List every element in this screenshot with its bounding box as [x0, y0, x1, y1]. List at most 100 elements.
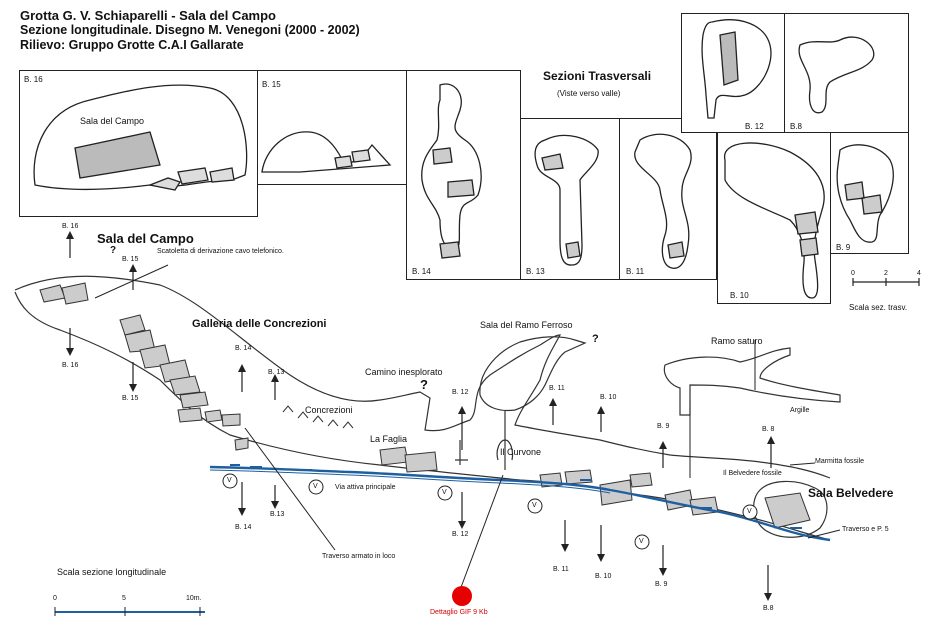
long-scale-title: Scala sezione longitudinale	[57, 567, 167, 577]
label-belvedere-fossile: Il Belvedere fossile	[723, 470, 782, 477]
la-faglia-pillar	[455, 440, 468, 465]
marker-down-b12: B. 12	[452, 531, 469, 538]
marker-up-b8: B. 8	[762, 426, 775, 433]
v-marker-5: V	[639, 538, 644, 545]
section-b11-outline	[634, 133, 692, 269]
label-il-curvone: Il Curvone	[500, 447, 542, 457]
section-b10-outline	[724, 142, 825, 299]
label-galleria: Galleria delle Concrezioni	[192, 318, 327, 330]
panel-label-b15: B. 15	[262, 80, 281, 89]
panel-label-b11: B. 11	[626, 267, 645, 276]
section-b15-outline	[261, 131, 392, 173]
label-marmitta: Marmitta fossile	[815, 458, 865, 465]
label-camino: Camino inesplorato	[365, 367, 443, 377]
cross-scale-tick-4: 4	[917, 270, 921, 277]
long-scale-tick-10: 10m.	[186, 595, 202, 602]
label-concrezioni: Concrezioni	[305, 405, 353, 415]
longitudinal-profile	[14, 275, 841, 541]
marker-down-b16: B. 16	[62, 362, 79, 369]
marker-up-b13: B. 13	[268, 369, 285, 376]
panel-label-b10: B. 10	[730, 291, 749, 300]
section-b13-outline	[534, 134, 599, 266]
section-b8-outline	[798, 36, 875, 114]
question-mark-camino: ?	[420, 377, 428, 392]
section-b16-outline	[33, 84, 248, 191]
marker-up-b11: B. 11	[549, 385, 565, 392]
header: Grotta G. V. Schiaparelli - Sala del Cam…	[20, 8, 360, 53]
map-subtitle: Sezione longitudinale. Disegno M. Venego…	[20, 23, 360, 37]
label-sala-del-campo: Sala del Campo	[97, 231, 194, 246]
v-marker-1: V	[227, 477, 232, 484]
label-traverso-armato: Traverso armato in loco	[322, 553, 396, 560]
question-mark-b16: ?	[110, 245, 117, 256]
marker-up-b16: B. 16	[62, 223, 79, 230]
marker-down-b15: B. 15	[122, 395, 139, 402]
section-b14-outline	[421, 83, 482, 249]
map-title: Grotta G. V. Schiaparelli - Sala del Cam…	[20, 8, 276, 23]
detail-hotspot[interactable]	[452, 586, 472, 606]
panel-b11	[619, 118, 717, 280]
section-b16-block	[74, 131, 161, 179]
sections-title: Sezioni Trasversali	[543, 69, 652, 83]
marker-down-b14: B. 14	[235, 524, 252, 531]
label-sala-belvedere: Sala Belvedere	[808, 486, 894, 500]
panel-label-b13: B. 13	[526, 267, 545, 276]
marker-up-b12: B. 12	[452, 389, 469, 396]
panel-label-b12: B. 12	[745, 122, 764, 131]
concrezioni-marks	[282, 405, 354, 429]
panel-b14	[406, 70, 521, 280]
ramo-saturo-outline	[663, 347, 841, 416]
section-arrows-up	[66, 231, 775, 468]
label-la-faglia: La Faglia	[370, 434, 408, 444]
leader-lines	[94, 264, 841, 591]
panel-label-b9: B. 9	[836, 243, 851, 252]
water-stream	[209, 464, 831, 542]
marker-up-b10: B. 10	[600, 394, 617, 401]
panel-room-label: Sala del Campo	[80, 116, 145, 126]
marker-up-b14: B. 14	[235, 345, 252, 352]
panel-b8	[784, 13, 909, 133]
panel-label-b16: B. 16	[24, 75, 43, 84]
question-mark-ramo-ferroso: ?	[592, 333, 599, 345]
sections-subtitle: (Viste verso valle)	[557, 89, 621, 98]
cross-scale-label: Scala sez. trasv.	[849, 303, 908, 312]
sala-belvedere-outline	[753, 480, 828, 538]
marker-down-b10: B. 10	[595, 573, 612, 580]
detail-link[interactable]: Dettaglio GIF 9 Kb	[430, 609, 488, 616]
section-b9-outline	[836, 144, 894, 243]
section-b12-outline	[701, 19, 772, 119]
cross-scale-tick-2: 2	[884, 270, 888, 277]
long-scale-tick-0: 0	[53, 595, 57, 602]
breakdown-blocks	[39, 282, 811, 529]
v-marker-6: V	[747, 508, 752, 515]
marker-down-b8: B.8	[763, 605, 774, 612]
label-sala-ramo-ferroso: Sala del Ramo Ferroso	[480, 320, 573, 330]
cross-section-shapes	[33, 19, 894, 299]
marker-down-b13: B.13	[270, 511, 285, 518]
panel-label-b8: B.8	[790, 122, 803, 131]
v-marker-3: V	[442, 489, 447, 496]
cross-scale-tick-0: 0	[851, 270, 855, 277]
il-curvone-shape	[496, 410, 514, 470]
marker-down-b9: B. 9	[655, 581, 668, 588]
profile-ceiling	[14, 275, 831, 479]
marker-up-b9: B. 9	[657, 423, 670, 430]
long-scale-tick-5: 5	[122, 595, 126, 602]
v-marker-2: V	[313, 483, 318, 490]
panel-b9	[830, 132, 909, 254]
label-via-attiva: Via attiva principale	[335, 484, 396, 491]
map-credit: Rilievo: Gruppo Grotte C.A.I Gallarate	[20, 38, 244, 52]
marker-up-b15: B. 15	[122, 256, 139, 263]
section-arrows-down	[66, 328, 772, 601]
label-ramo-saturo: Ramo saturo	[711, 336, 763, 346]
marker-down-b11: B. 11	[553, 566, 569, 573]
v-markers	[222, 473, 758, 550]
panel-label-b14: B. 14	[412, 267, 431, 276]
sala-ramo-ferroso-outline	[479, 336, 587, 412]
longitudinal-scale-ticks	[54, 607, 201, 616]
label-traverso-p5: Traverso e P. 5	[842, 526, 889, 533]
label-argille: Argille	[790, 407, 810, 414]
v-marker-4: V	[532, 502, 537, 509]
cross-section-scale-bar	[852, 278, 920, 286]
